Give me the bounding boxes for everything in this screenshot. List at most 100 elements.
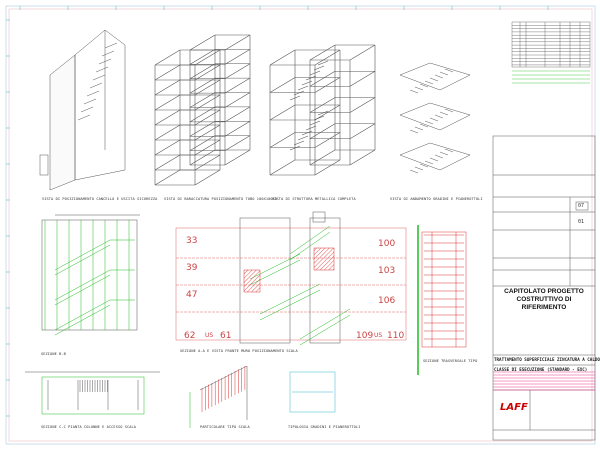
line (301, 130, 313, 136)
detail-stair (189, 365, 248, 428)
line (80, 106, 94, 113)
line (317, 110, 329, 116)
line (299, 314, 351, 346)
line (224, 49, 251, 65)
line (269, 49, 296, 66)
line (429, 77, 439, 82)
line (194, 154, 221, 171)
room-number: 106 (378, 296, 396, 306)
line (189, 120, 216, 137)
line (224, 92, 251, 108)
line (194, 49, 221, 66)
line (297, 135, 309, 141)
line (424, 160, 434, 165)
line (154, 139, 181, 156)
line (154, 169, 181, 186)
line (429, 62, 471, 76)
line (419, 123, 429, 128)
line (154, 109, 181, 126)
line (224, 149, 251, 166)
line (434, 114, 444, 119)
line (434, 154, 444, 159)
line (224, 135, 251, 151)
line (314, 132, 341, 148)
line (83, 98, 97, 105)
line (314, 159, 341, 176)
line (293, 90, 305, 96)
line (154, 154, 181, 171)
line (399, 62, 431, 76)
line (101, 50, 115, 57)
line (86, 90, 100, 97)
line (317, 60, 329, 66)
line (194, 109, 221, 126)
line (189, 92, 216, 108)
line (429, 117, 439, 122)
line (424, 80, 434, 85)
line (444, 108, 454, 113)
line (439, 111, 449, 116)
line (293, 140, 305, 146)
room-number: 47 (186, 290, 198, 300)
line (349, 97, 376, 113)
line (444, 68, 454, 73)
line (269, 104, 296, 121)
line (189, 77, 216, 94)
section-transverse (417, 225, 467, 375)
room-number: 61 (220, 331, 232, 341)
line (399, 154, 441, 171)
line (419, 163, 429, 168)
room-number: 110 (387, 331, 405, 341)
line (189, 149, 216, 166)
line (439, 74, 471, 91)
room-number: 62 (184, 331, 196, 341)
line (301, 80, 313, 86)
line (104, 42, 118, 49)
line (414, 126, 424, 131)
line (289, 145, 301, 151)
line (54, 274, 111, 306)
view-steps-landings (399, 62, 471, 174)
line (399, 142, 431, 156)
line (434, 74, 444, 79)
line (194, 124, 221, 141)
line (189, 63, 216, 80)
materials-table (511, 21, 591, 84)
line (409, 129, 419, 134)
view-gate-exit (39, 29, 126, 191)
line (224, 106, 251, 123)
caption-view-gate: VISTA DI POSIZIONAMENTO CANCELLO E USCIT… (42, 197, 158, 201)
caption-view-structure: VISTA DI STRUTTURA METALLICA COMPLETA (272, 197, 356, 201)
line (444, 148, 454, 153)
line (224, 34, 251, 51)
line (349, 123, 376, 140)
caption-detail-stair: PARTICOLARE TIPO SCALA (200, 425, 250, 429)
line (439, 114, 471, 131)
line (89, 82, 103, 89)
line (299, 308, 351, 340)
line (309, 70, 321, 76)
line (439, 151, 449, 156)
room-number: 39 (186, 263, 198, 273)
line (309, 123, 336, 140)
section-bb (41, 214, 140, 336)
treatment-label: TRATTAMENTO SUPERFICIALE ZINCATURA A CAL… (494, 357, 600, 362)
section-cc (25, 371, 160, 415)
line (309, 44, 336, 61)
line (92, 74, 106, 81)
company-logo: LAFF (500, 402, 528, 413)
line (154, 49, 181, 66)
line (54, 239, 111, 271)
line (289, 225, 331, 255)
line (305, 125, 317, 131)
caption-section-cc: SEZIONE C-C PIANTA COLONNE E ACCESSO SCA… (41, 425, 137, 429)
line (269, 159, 296, 176)
line (349, 149, 376, 166)
line (259, 283, 321, 315)
caption-section-transverse: SEZIONE TRASVERSALE TIPO (423, 359, 478, 363)
line (349, 70, 376, 87)
room-number: 103 (378, 266, 396, 276)
sheet-number: 07 (578, 203, 585, 209)
line (194, 64, 221, 81)
